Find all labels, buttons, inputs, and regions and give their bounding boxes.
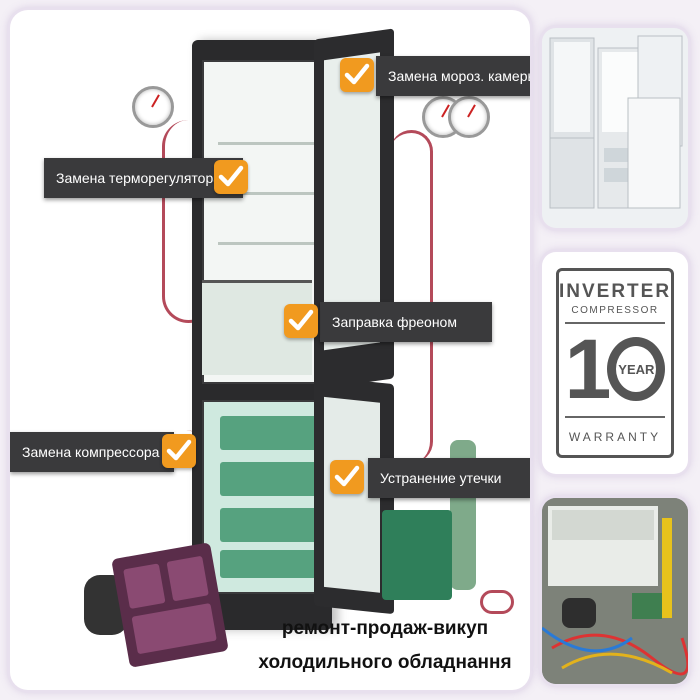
- label-thermostat-replacement: Замена терморегулятора: [44, 158, 243, 198]
- label-text: Устранение утечки: [380, 470, 502, 486]
- inverter-warranty-badge: INVERTER COMPRESSOR 1 YEAR WARRANTY: [556, 268, 674, 458]
- label-compressor-replacement: Замена компрессора: [10, 432, 174, 472]
- fridges-illustration: [549, 35, 683, 209]
- label-text: Замена компрессора: [22, 444, 160, 460]
- label-text: Заправка фреоном: [332, 314, 457, 330]
- pressure-gauge-right-b: [448, 96, 490, 138]
- hose-coil: [480, 590, 514, 614]
- tool-pocket: [131, 602, 217, 655]
- badge-divider: [565, 322, 665, 324]
- badge-warranty-text: WARRANTY: [568, 430, 662, 444]
- tool-pocket: [123, 563, 166, 609]
- hose-right: [390, 130, 433, 463]
- label-freezer-replacement: Замена мороз. камеры: [376, 56, 530, 96]
- freezer-drawer: [220, 462, 318, 496]
- fridge-shelf: [218, 242, 318, 245]
- badge-divider: [565, 416, 665, 418]
- workshop-illustration: [542, 498, 688, 684]
- label-leak-repair: Устранение утечки: [368, 458, 530, 498]
- fridge-body: [192, 40, 332, 630]
- caption-line-2: холодильного обладнання: [258, 652, 512, 673]
- hose-left: [162, 120, 215, 323]
- checkmark-icon: [284, 304, 318, 338]
- checkmark-icon: [214, 160, 248, 194]
- fridge-shelf: [218, 142, 318, 145]
- checkmark-icon: [340, 58, 374, 92]
- main-illustration-panel: Замена мороз. камеры Замена терморегулят…: [10, 10, 530, 690]
- pressure-gauge-left: [132, 86, 174, 128]
- workshop-photo: [542, 498, 688, 684]
- badge-digit-one: 1: [564, 322, 612, 416]
- fridges-photo: [542, 28, 688, 228]
- badge-compressor-text: COMPRESSOR: [571, 305, 659, 316]
- vacuum-station: [382, 510, 452, 600]
- checkmark-icon: [162, 434, 196, 468]
- checkmark-icon: [330, 460, 364, 494]
- freezer-drawer: [220, 508, 318, 542]
- badge-ten-years: 1 YEAR: [564, 322, 666, 416]
- label-text: Замена мороз. камеры: [388, 68, 530, 84]
- badge-digit-zero-ring: YEAR: [607, 337, 666, 401]
- label-text: Замена терморегулятора: [56, 170, 222, 186]
- badge-inverter-text: INVERTER: [558, 281, 672, 302]
- freezer-drawer: [220, 550, 318, 578]
- freezer-drawer: [220, 416, 318, 450]
- label-freon-refill: Заправка фреоном: [320, 302, 492, 342]
- tool-case: [111, 542, 229, 668]
- caption-line-1: ремонт-продаж-викуп: [281, 618, 489, 639]
- inverter-warranty-panel: INVERTER COMPRESSOR 1 YEAR WARRANTY: [542, 252, 688, 474]
- freezer-compartment: [202, 400, 318, 594]
- badge-year-text: YEAR: [618, 361, 655, 377]
- fridge-shelf: [218, 192, 318, 195]
- tool-pocket: [166, 555, 209, 602]
